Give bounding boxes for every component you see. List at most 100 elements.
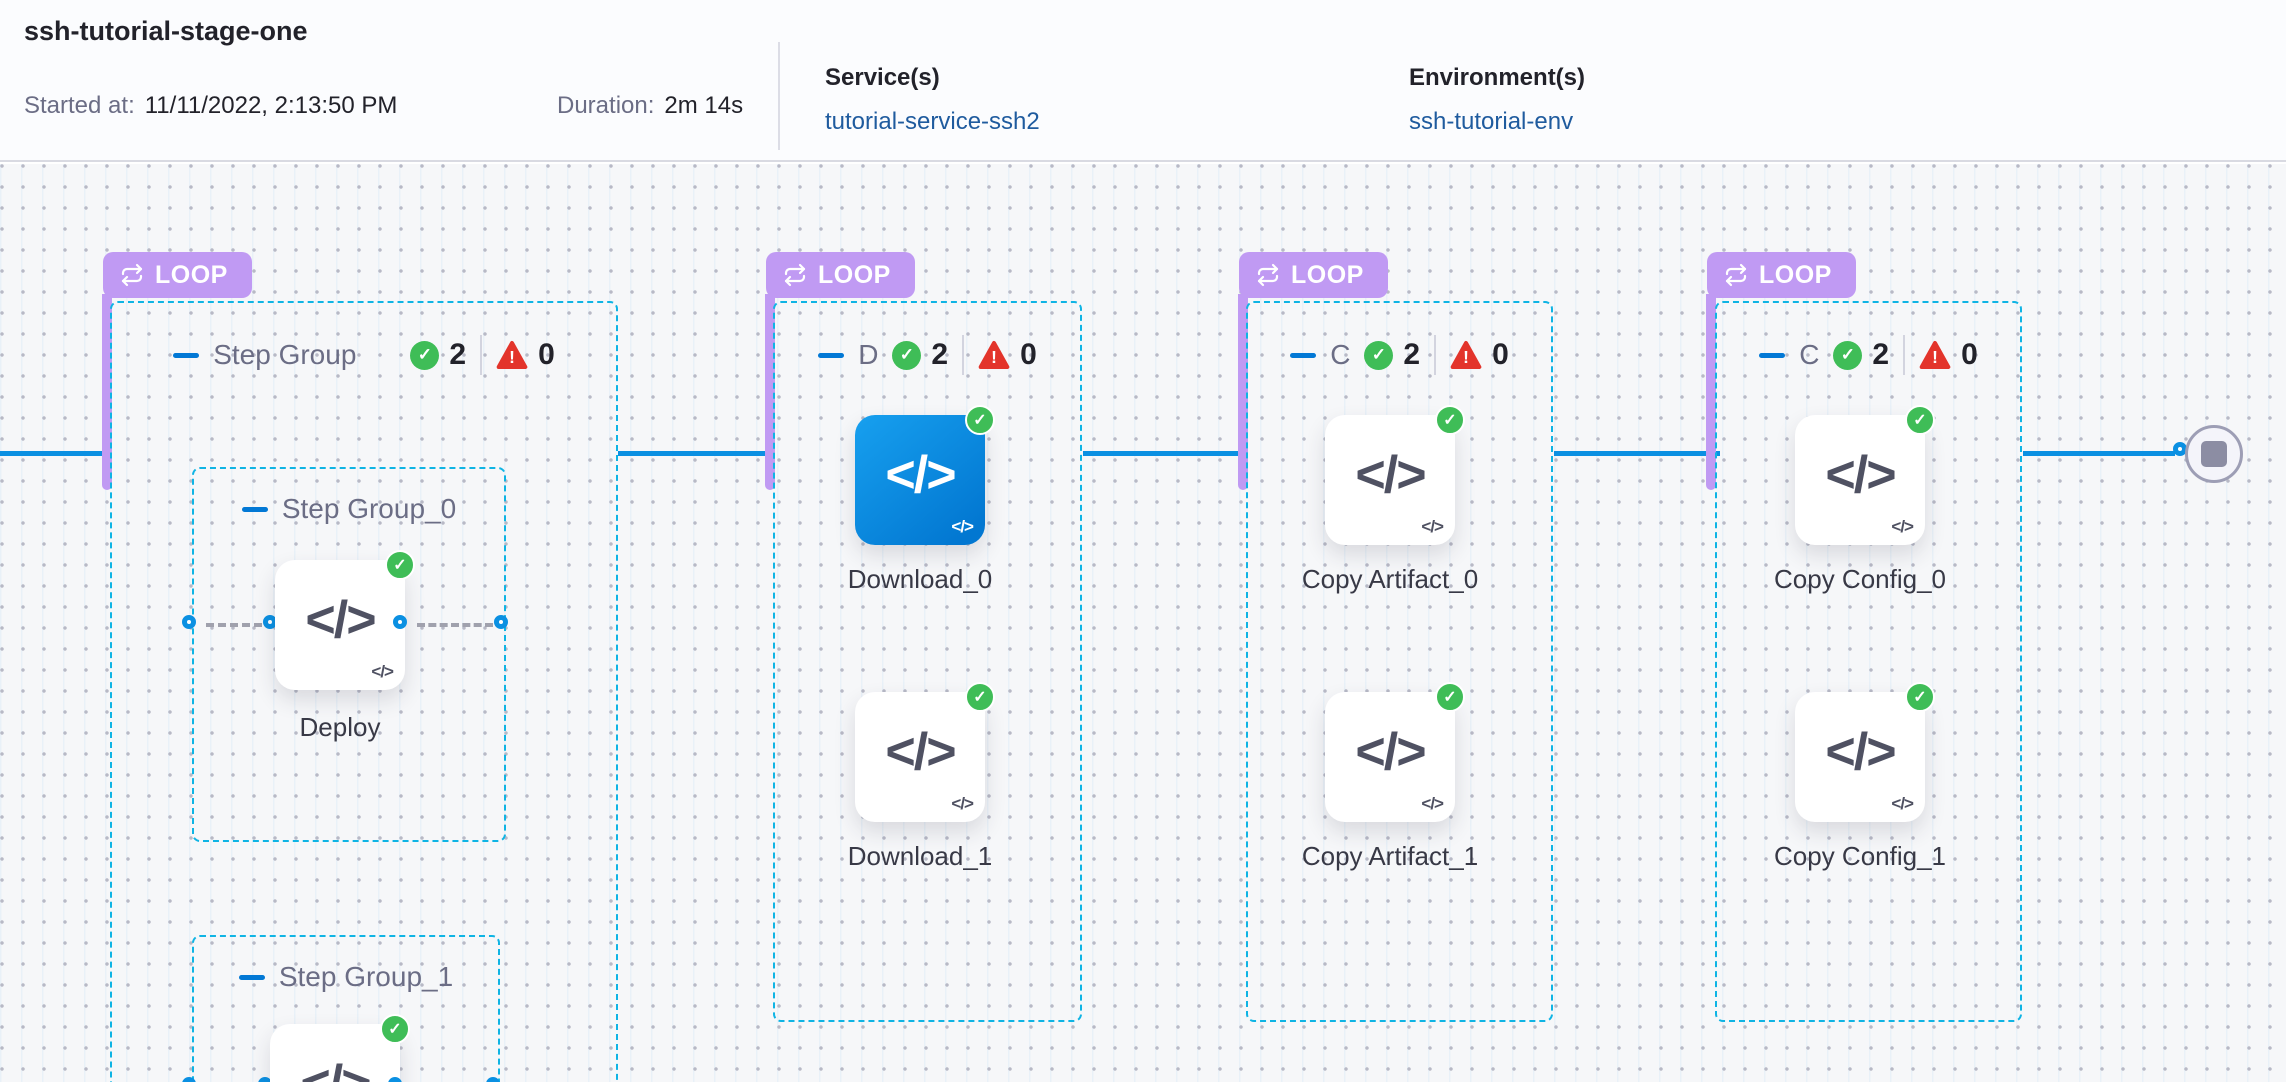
inner-group-header[interactable]: Step Group_1	[194, 957, 498, 997]
stop-square-icon	[2201, 441, 2227, 467]
service-link[interactable]: tutorial-service-ssh2	[825, 108, 1040, 135]
step-type-icon	[1891, 794, 1913, 814]
success-count: 2	[931, 338, 949, 371]
loop-icon	[1257, 263, 1279, 287]
fail-count: 0	[1020, 338, 1037, 371]
step-group-header[interactable]: Step Group 2 ! 0	[112, 333, 616, 377]
loop-collar	[1238, 294, 1248, 490]
step-type-icon	[1421, 794, 1443, 814]
step-label: Copy Config_0	[1774, 564, 1946, 594]
step-node-copy-artifact-1[interactable]	[1325, 682, 1465, 822]
code-step-icon	[855, 445, 985, 505]
warning-icon: !	[978, 341, 1010, 369]
group-title: C	[1799, 339, 1820, 370]
step-type-icon	[371, 662, 393, 682]
loop-badge[interactable]: LOOP	[766, 252, 915, 298]
step-node-download-1[interactable]	[855, 682, 995, 822]
loop-badge[interactable]: LOOP	[1707, 252, 1856, 298]
collapse-minus-icon[interactable]	[241, 506, 268, 512]
status-success-icon	[965, 405, 995, 435]
step-group-header[interactable]: C 2 ! 0	[1248, 333, 1551, 377]
execution-line	[2023, 451, 2175, 456]
status-success-icon	[1435, 682, 1465, 712]
started-label: Started at:	[24, 92, 135, 119]
loop-badge[interactable]: LOOP	[1239, 252, 1388, 298]
count-divider	[962, 335, 965, 375]
collapse-minus-icon[interactable]	[1290, 352, 1317, 358]
connector-dash	[417, 623, 493, 627]
duration-value: 2m 14s	[664, 92, 744, 119]
status-success-icon	[1435, 405, 1465, 435]
connector-dash	[206, 623, 262, 627]
svg-text:!: !	[1463, 347, 1469, 367]
step-label: Copy Artifact_0	[1301, 564, 1479, 594]
loop-icon	[784, 263, 806, 287]
started-at: Started at: 11/11/2022, 2:13:50 PM	[24, 92, 397, 120]
step-group-box: C 2 ! 0	[1715, 301, 2022, 1022]
inner-step-group-box: Step Group_0	[192, 467, 506, 842]
step-node-copy-artifact-0[interactable]	[1325, 405, 1465, 545]
step-node-copy-config-1[interactable]	[1795, 682, 1935, 822]
inner-group-header[interactable]: Step Group_0	[194, 489, 504, 529]
success-icon	[892, 340, 922, 370]
header-divider	[778, 42, 780, 150]
step-group-box: C 2 ! 0	[1246, 301, 1553, 1022]
step-node-copy-config-0[interactable]	[1795, 405, 1935, 545]
stage-title: ssh-tutorial-stage-one	[24, 16, 308, 46]
step-group-header[interactable]: D 2 ! 0	[775, 333, 1080, 377]
loop-badge-label: LOOP	[1291, 260, 1364, 289]
collapse-minus-icon[interactable]	[238, 974, 265, 980]
fail-count-group: ! 0	[496, 338, 555, 372]
step-label: Copy Config_1	[1774, 841, 1946, 871]
step-group-header[interactable]: C 2 ! 0	[1717, 333, 2020, 377]
duration-label: Duration:	[557, 92, 655, 119]
duration: Duration: 2m 14s	[557, 92, 743, 120]
status-success-icon	[965, 682, 995, 712]
step-group-box: Step Group 2 ! 0	[110, 301, 618, 1082]
count-divider	[1903, 335, 1906, 375]
code-step-icon	[275, 590, 405, 650]
step-type-icon	[951, 517, 973, 537]
count-divider	[480, 335, 483, 375]
step-node[interactable]	[270, 1014, 410, 1082]
execution-line	[1083, 451, 1246, 456]
loop-badge[interactable]: LOOP	[103, 252, 252, 298]
loop-collar	[1706, 294, 1716, 490]
code-step-icon	[270, 1054, 400, 1082]
warning-icon: !	[1919, 341, 1951, 369]
started-value: 11/11/2022, 2:13:50 PM	[144, 92, 398, 119]
success-count-group: 2	[1833, 338, 1889, 372]
step-type-icon	[951, 794, 973, 814]
svg-text:!: !	[991, 347, 997, 367]
stage-end-node	[2185, 425, 2243, 483]
collapse-minus-icon[interactable]	[818, 352, 845, 358]
status-success-icon	[385, 550, 415, 580]
inner-group-title: Step Group_1	[278, 961, 454, 992]
count-divider	[1434, 335, 1437, 375]
status-success-icon	[380, 1014, 410, 1044]
step-node-deploy[interactable]	[275, 550, 415, 690]
loop-icon	[121, 263, 143, 287]
group-title: D	[858, 339, 879, 370]
success-count-group: 2	[410, 338, 466, 372]
connector-ring	[494, 615, 508, 629]
stage-header: ssh-tutorial-stage-one Started at: 11/11…	[0, 0, 2286, 162]
loop-collar	[102, 294, 112, 490]
inner-step-group-box: Step Group_1	[192, 935, 500, 1082]
connector-ring	[182, 1077, 196, 1082]
collapse-minus-icon[interactable]	[173, 352, 200, 358]
warning-icon: !	[1450, 341, 1482, 369]
connector-ring	[486, 1077, 500, 1082]
step-type-icon	[1891, 517, 1913, 537]
status-success-icon	[1905, 682, 1935, 712]
step-node-download-0[interactable]	[855, 405, 995, 545]
environment-link[interactable]: ssh-tutorial-env	[1409, 108, 1574, 135]
code-step-icon	[1795, 445, 1925, 505]
loop-badge-label: LOOP	[155, 260, 228, 289]
group-title: C	[1330, 339, 1351, 370]
services-label: Service(s)	[825, 64, 940, 91]
collapse-minus-icon[interactable]	[1759, 352, 1786, 358]
environments-label: Environment(s)	[1409, 64, 1586, 91]
step-label: Deploy	[299, 712, 381, 742]
